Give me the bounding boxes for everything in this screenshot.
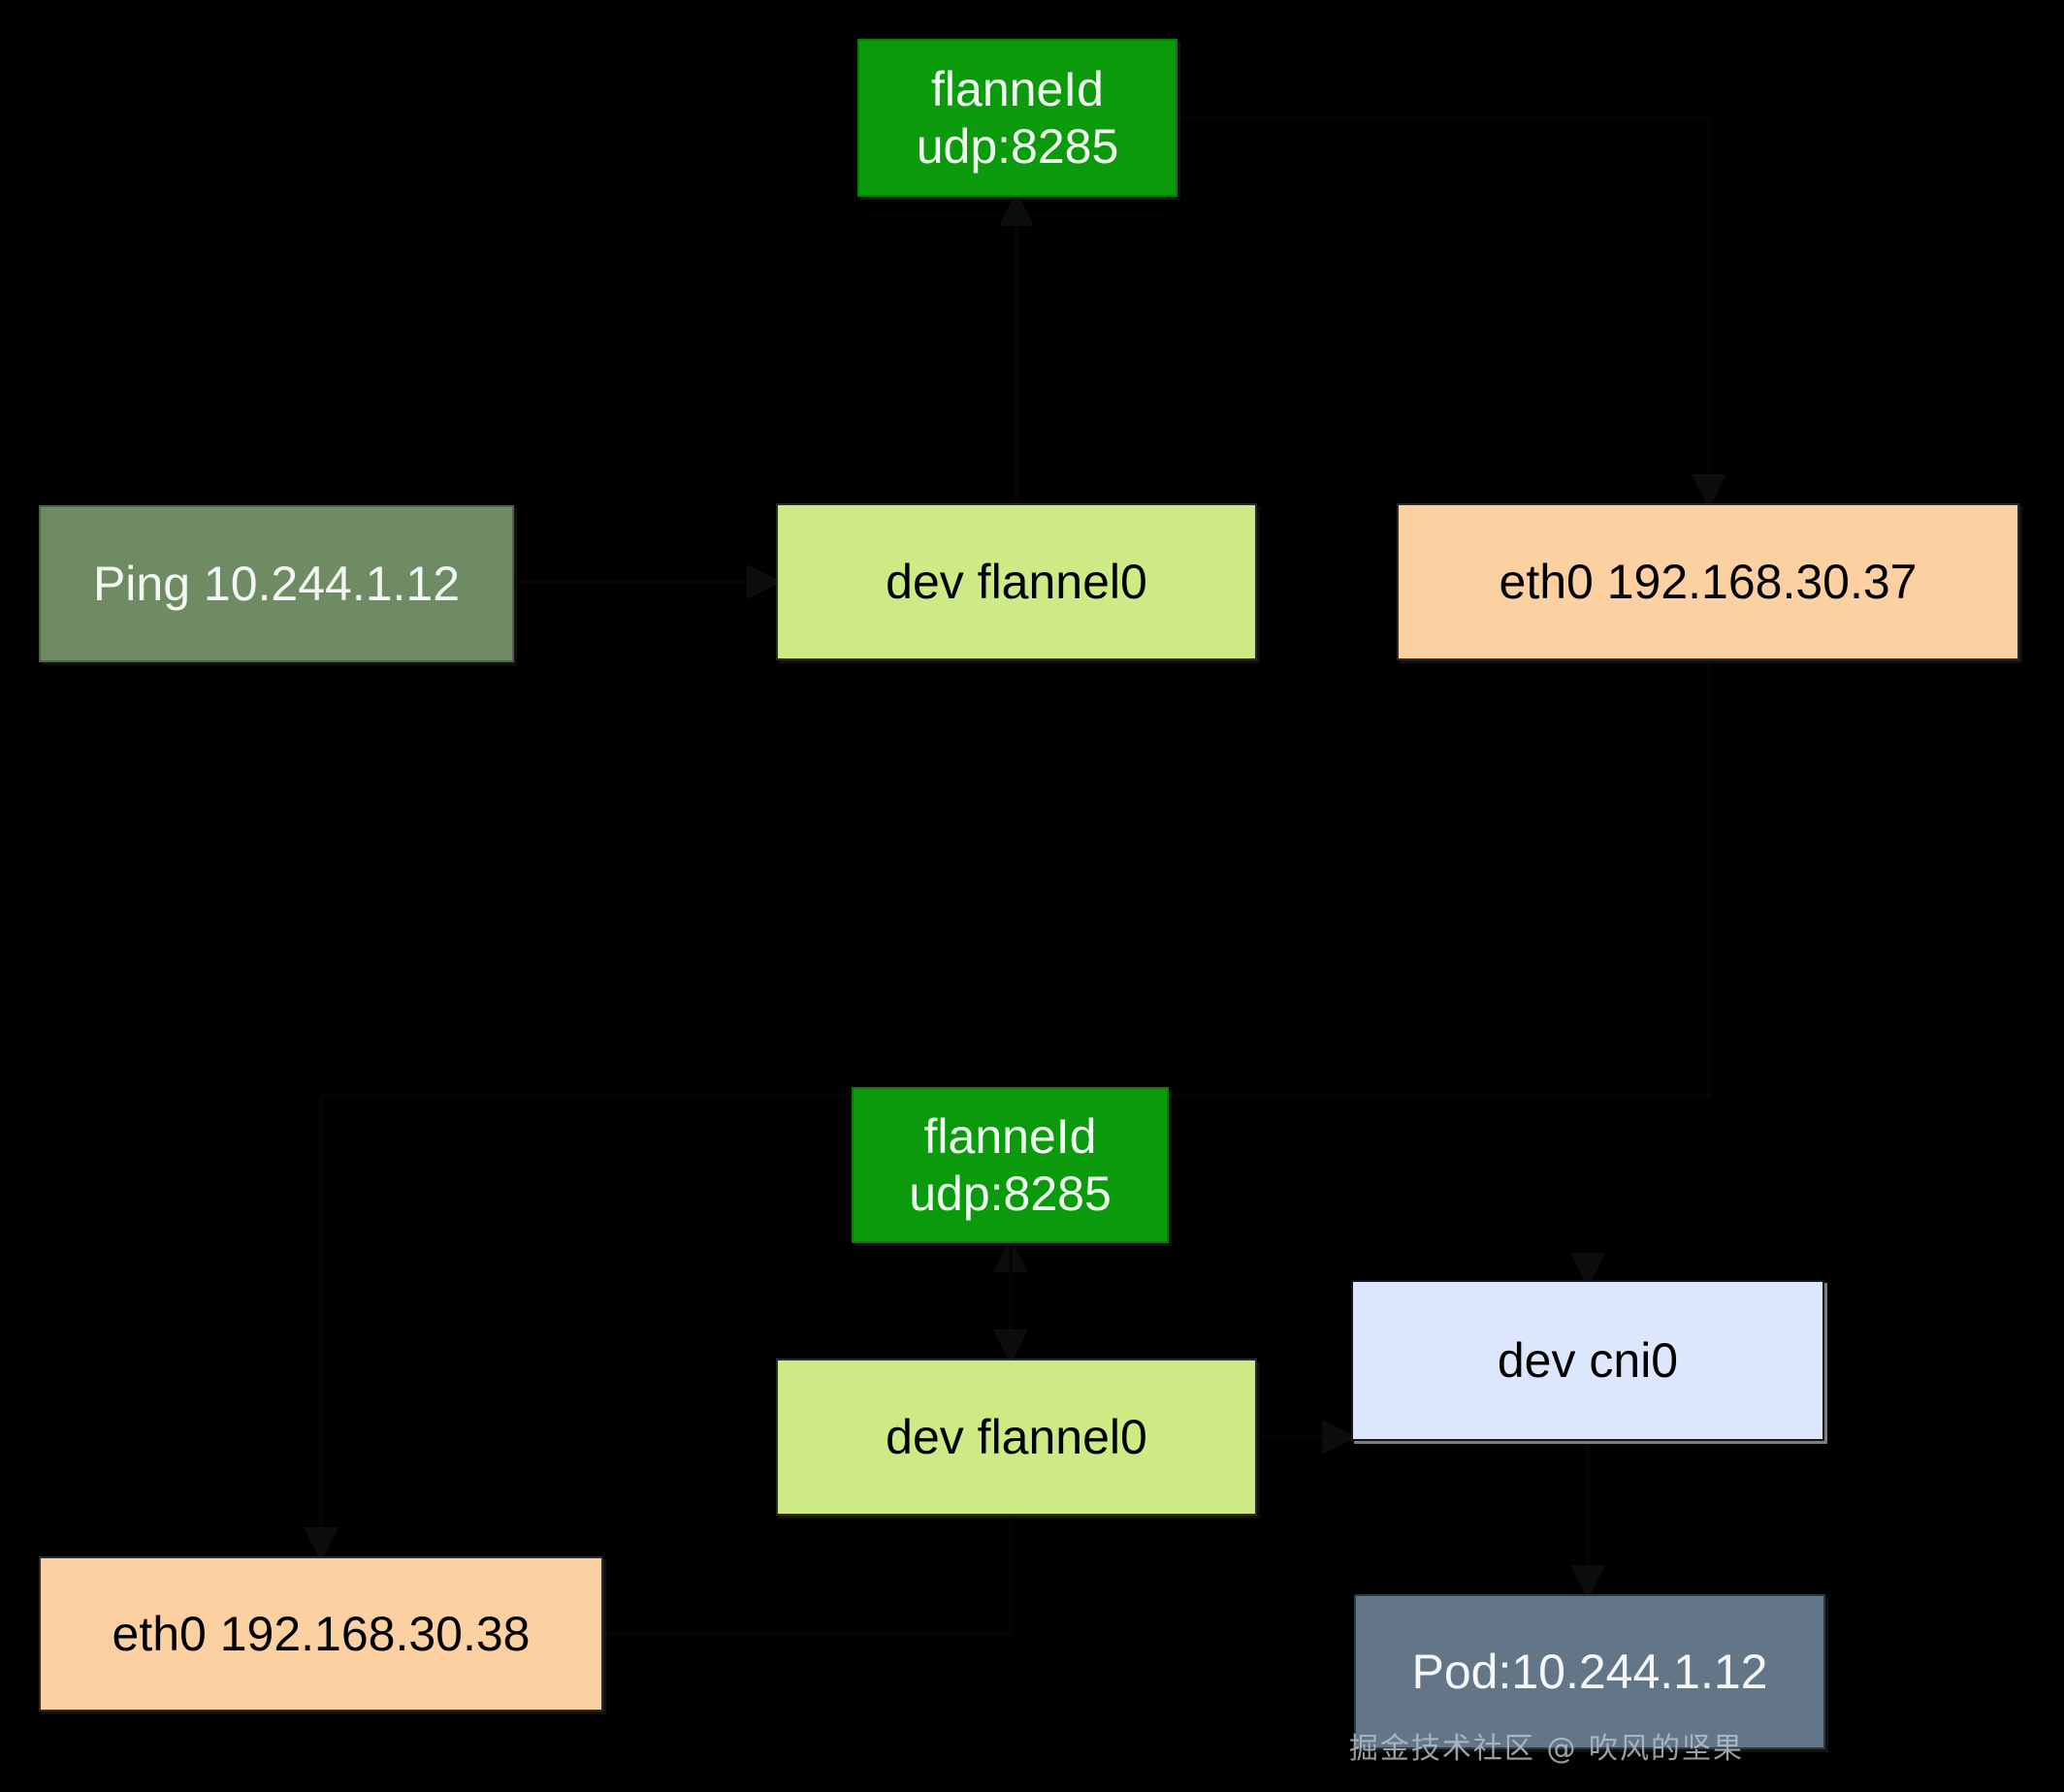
node-label-eth0-node2: eth0 192.168.30.38 — [112, 1606, 531, 1661]
node-pod-dest[interactable]: Pod:10.244.1.12 — [1354, 1594, 1825, 1749]
watermark: 掘金技术社区 @ 吹风的坚果 — [1348, 1732, 1744, 1766]
node-label-flanneld-bottom: flanneId udp:8285 — [909, 1108, 1112, 1221]
node-eth0-node2[interactable]: eth0 192.168.30.38 — [39, 1556, 603, 1712]
node-label-flannel0-bottom: dev flannel0 — [886, 1409, 1147, 1464]
node-flannel0-bottom[interactable]: dev flannel0 — [776, 1359, 1257, 1516]
node-flannel0-top[interactable]: dev flannel0 — [776, 503, 1257, 660]
node-label-pod-dest: Pod:10.244.1.12 — [1411, 1644, 1768, 1699]
node-flanneld-top[interactable]: flanneId udp:8285 — [857, 39, 1177, 197]
node-label-flannel0-top: dev flannel0 — [886, 554, 1147, 609]
node-eth0-node1[interactable]: eth0 192.168.30.37 — [1397, 503, 2019, 660]
node-cni0[interactable]: dev cni0 — [1351, 1280, 1824, 1441]
node-label-flanneld-top: flanneId udp:8285 — [916, 61, 1119, 174]
edge-e-flanneld-eth0 — [1179, 116, 1726, 509]
node-label-ping-source: Ping 10.244.1.12 — [92, 556, 461, 611]
node-label-cni0: dev cni0 — [1497, 1332, 1679, 1388]
node-flanneld-bottom[interactable]: flanneId udp:8285 — [852, 1087, 1169, 1243]
node-label-eth0-node1: eth0 192.168.30.37 — [1499, 554, 1918, 609]
node-ping-source[interactable]: Ping 10.244.1.12 — [39, 505, 514, 662]
